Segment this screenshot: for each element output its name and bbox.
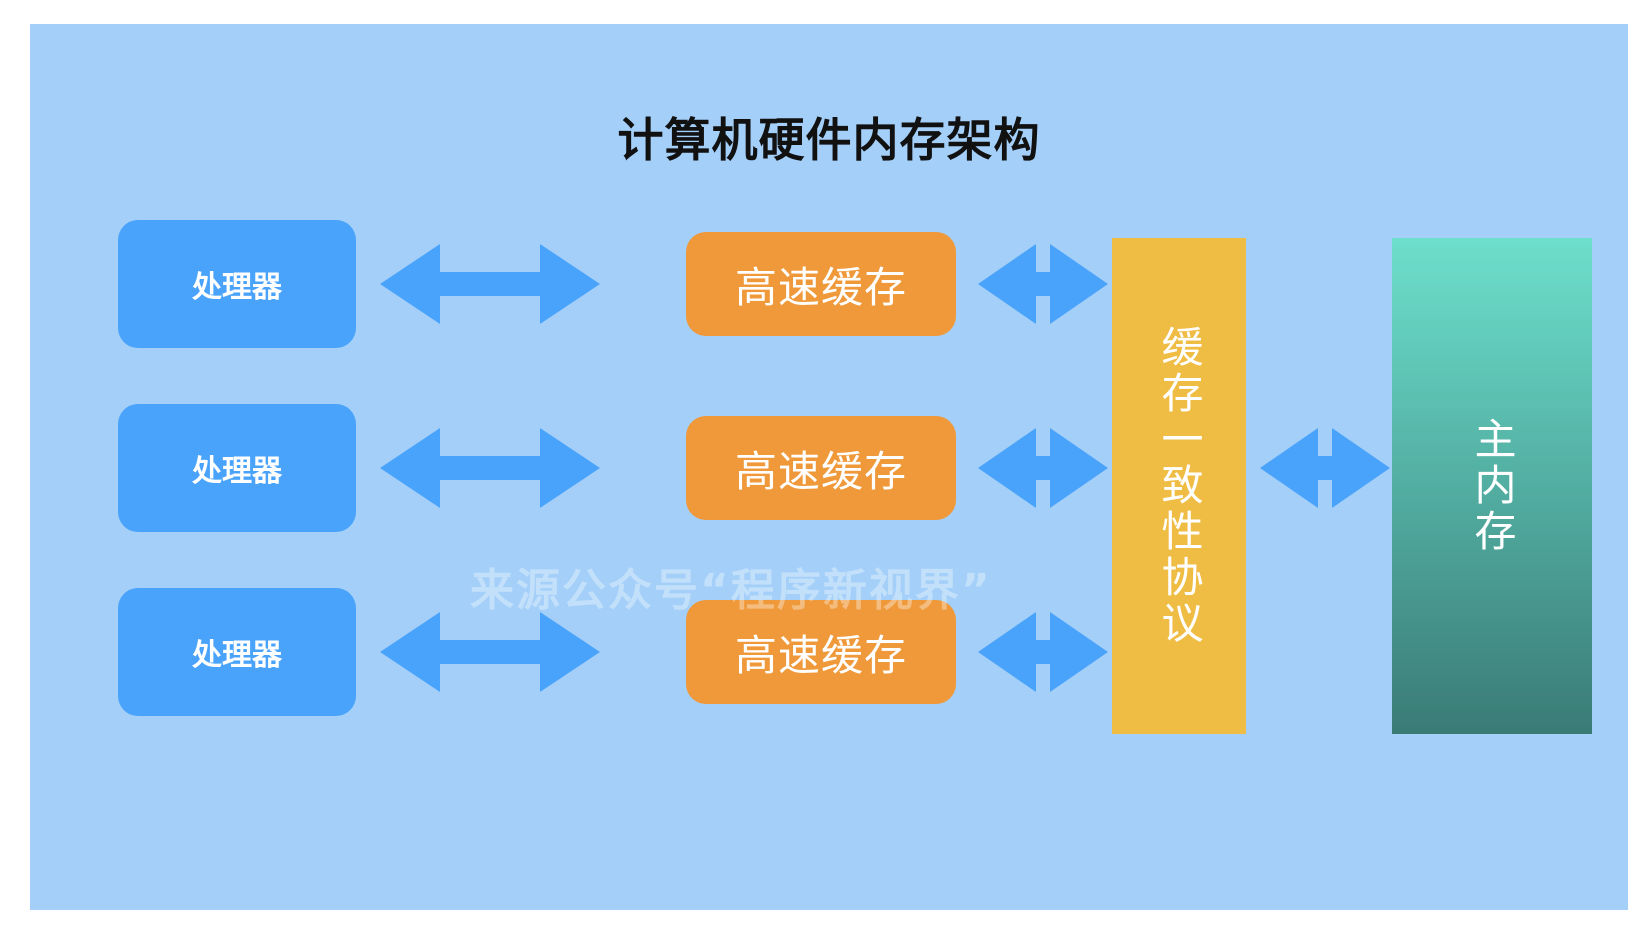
diagram-canvas: 计算机硬件内存架构 处理器 处理器 处理器 高速缓存 高速缓存 高速缓存 缓存一… xyxy=(30,24,1628,910)
cache-box-2: 高速缓存 xyxy=(686,416,956,520)
double-arrow-icon xyxy=(978,244,1108,324)
double-arrow-icon xyxy=(1260,428,1390,508)
double-arrow-icon xyxy=(978,612,1108,692)
diagram-title: 计算机硬件内存架构 xyxy=(617,113,1041,167)
watermark-text: 来源公众号“程序新视界” xyxy=(470,565,992,616)
double-arrow-icon xyxy=(380,428,600,508)
cache-box-1: 高速缓存 xyxy=(686,232,956,336)
cache-coherence-protocol-box: 缓存一致性协议 xyxy=(1112,238,1246,734)
main-memory-label: 主内存 xyxy=(1468,417,1517,555)
processor-box-2: 处理器 xyxy=(118,404,356,532)
double-arrow-icon xyxy=(380,244,600,324)
processor-box-1: 处理器 xyxy=(118,220,356,348)
processor-box-3: 处理器 xyxy=(118,588,356,716)
cache-box-3: 高速缓存 xyxy=(686,600,956,704)
protocol-label: 缓存一致性协议 xyxy=(1155,325,1204,647)
double-arrow-icon xyxy=(380,612,600,692)
double-arrow-icon xyxy=(978,428,1108,508)
main-memory-box: 主内存 xyxy=(1392,238,1592,734)
